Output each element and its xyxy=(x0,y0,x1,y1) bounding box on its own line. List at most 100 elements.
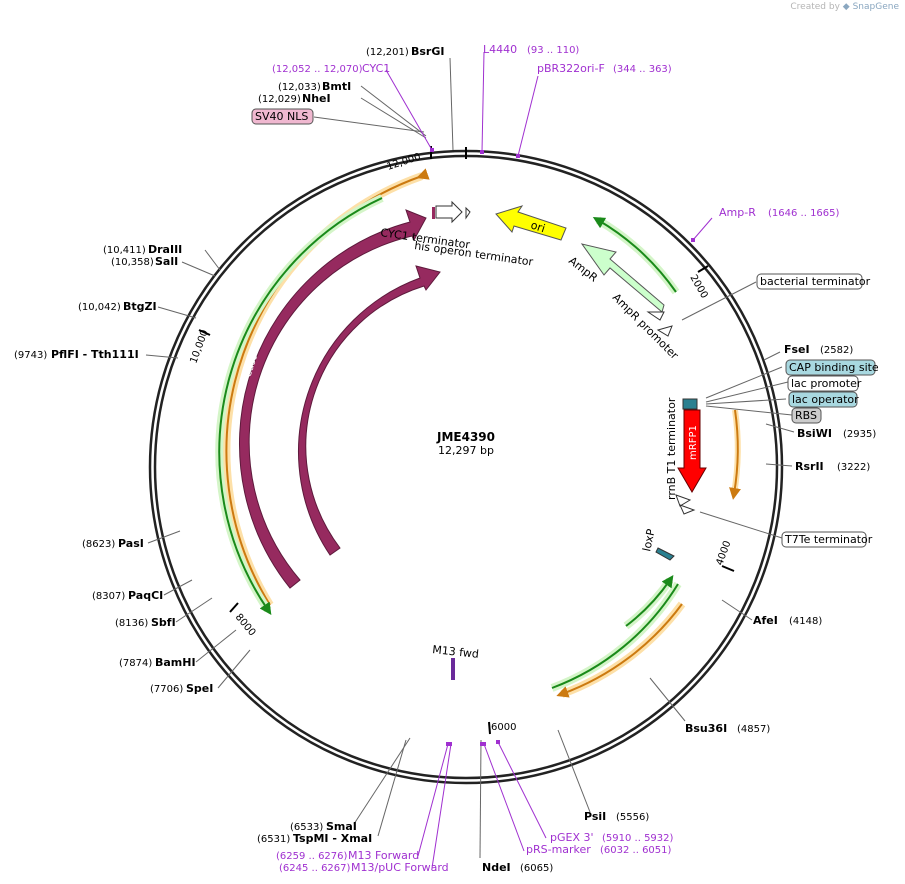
lac-operator-feature xyxy=(682,398,698,410)
svg-text:RBS: RBS xyxy=(795,409,817,422)
tick-label: 4000 xyxy=(714,539,733,567)
enzyme-sbfi[interactable]: (8136) SbfI xyxy=(115,616,176,629)
lac-promoter-box[interactable]: lac promoter xyxy=(787,375,862,392)
primer-cyc1[interactable]: (12,052 .. 12,070) CYC1 xyxy=(272,62,390,75)
svg-text:SmaI: SmaI xyxy=(326,820,357,833)
mrfp1-feature[interactable] xyxy=(677,409,707,493)
enzyme-bsiwi[interactable]: BsiWI (2935) xyxy=(797,427,876,440)
enzyme-tspmi-xmai[interactable]: (6531) TspMI - XmaI xyxy=(257,832,372,845)
enzyme-afei[interactable]: AfeI (4148) xyxy=(753,614,822,627)
svg-text:(93 .. 110): (93 .. 110) xyxy=(527,45,579,56)
svg-text:BtgZI: BtgZI xyxy=(123,300,157,313)
svg-text:(3222): (3222) xyxy=(837,462,870,473)
svg-text:Amp-R: Amp-R xyxy=(719,206,756,219)
tick-label: 12,000 xyxy=(386,152,423,173)
svg-text:SpeI: SpeI xyxy=(186,682,213,695)
enzyme-draiii[interactable]: (10,411) DraIII xyxy=(103,243,182,256)
svg-text:RsrII: RsrII xyxy=(795,460,824,473)
svg-text:(7706): (7706) xyxy=(150,684,183,695)
enzyme-smai[interactable]: (6533) SmaI xyxy=(290,820,357,833)
primer-marks xyxy=(430,148,695,746)
enzyme-sali[interactable]: (10,358) SalI xyxy=(111,255,178,268)
svg-text:(6065): (6065) xyxy=(520,863,553,874)
bacterial-terminator-box[interactable]: bacterial terminator xyxy=(756,273,871,290)
tick-marks xyxy=(198,146,735,735)
primer-prs-marker[interactable]: pRS-marker (6032 .. 6051) xyxy=(526,843,672,856)
watermark-prefix: Created by xyxy=(790,2,840,12)
loxp-feature[interactable] xyxy=(655,547,675,561)
primer-m13-forward[interactable]: (6259 .. 6276) M13 Forward xyxy=(276,849,419,862)
enzyme-fsei[interactable]: FseI (2582) xyxy=(784,343,853,356)
svg-text:(2582): (2582) xyxy=(820,345,853,356)
tick-label: 10,000 xyxy=(188,328,210,365)
cas9-outer-arc[interactable] xyxy=(239,209,427,589)
svg-text:TspMI - XmaI: TspMI - XmaI xyxy=(293,832,372,845)
svg-text:(5910 .. 5932): (5910 .. 5932) xyxy=(602,833,674,844)
enzyme-bsu36i[interactable]: Bsu36I (4857) xyxy=(685,722,770,735)
enzyme-bsrgi[interactable]: (12,201) BsrGI xyxy=(366,45,444,58)
ori-feature[interactable] xyxy=(495,205,567,241)
tick-label: 2000 xyxy=(687,273,709,301)
enzyme-rsrii[interactable]: RsrII (3222) xyxy=(795,460,870,473)
bacterial-terminator-arrow xyxy=(656,325,673,337)
svg-text:(10,358): (10,358) xyxy=(111,257,154,268)
svg-text:(4148): (4148) xyxy=(789,616,822,627)
svg-text:bacterial terminator: bacterial terminator xyxy=(760,275,871,288)
enzyme-nhei[interactable]: (12,029) NheI xyxy=(258,92,331,105)
svg-text:(6245 .. 6267): (6245 .. 6267) xyxy=(279,863,351,874)
enzyme-spei[interactable]: (7706) SpeI xyxy=(150,682,213,695)
watermark: Created by ◆ SnapGene xyxy=(790,2,899,12)
svg-text:(10,042): (10,042) xyxy=(78,302,121,313)
svg-text:BmtI: BmtI xyxy=(322,80,351,93)
primer-l4440[interactable]: L4440 (93 .. 110) xyxy=(483,43,579,56)
primer-amp-r[interactable]: Amp-R (1646 .. 1665) xyxy=(719,206,840,219)
watermark-brand: SnapGene xyxy=(852,2,899,12)
enzyme-paqci[interactable]: (8307) PaqCI xyxy=(92,589,163,602)
cas9-inner-arc[interactable] xyxy=(298,265,441,556)
sv40-nls-box[interactable]: SV40 NLS xyxy=(251,108,314,125)
ampr-feature[interactable] xyxy=(580,243,665,313)
svg-text:NheI: NheI xyxy=(302,92,331,105)
enzyme-ndei[interactable]: NdeI (6065) xyxy=(482,861,553,874)
tick-label: 6000 xyxy=(491,722,516,733)
primer-pbr322ori-f[interactable]: pBR322ori-F (344 .. 363) xyxy=(537,62,672,75)
lac-operator-box[interactable]: lac operator xyxy=(788,391,859,408)
enzyme-psii[interactable]: PsiI (5556) xyxy=(584,810,649,823)
svg-text:(7874): (7874) xyxy=(119,658,152,669)
svg-text:CYC1: CYC1 xyxy=(362,62,390,75)
svg-text:pGEX 3': pGEX 3' xyxy=(550,831,594,844)
svg-text:SalI: SalI xyxy=(155,255,178,268)
svg-text:lac operator: lac operator xyxy=(792,393,859,406)
enzyme-bmti[interactable]: (12,033) BmtI xyxy=(278,80,351,93)
svg-text:FseI: FseI xyxy=(784,343,810,356)
enzyme-btgzi[interactable]: (10,042) BtgZI xyxy=(78,300,157,313)
primer-pgex-3[interactable]: pGEX 3' (5910 .. 5932) xyxy=(550,831,674,844)
m13-fwd-label: M13 fwd xyxy=(432,643,480,661)
svg-text:SV40 NLS: SV40 NLS xyxy=(255,110,308,123)
svg-text:(12,201): (12,201) xyxy=(366,47,409,58)
svg-text:M13/pUC Forward: M13/pUC Forward xyxy=(351,861,449,874)
enzyme-bamhi[interactable]: (7874) BamHI xyxy=(119,656,196,669)
svg-text:BamHI: BamHI xyxy=(155,656,196,669)
plasmid-length: 12,297 bp xyxy=(438,444,494,457)
snapgene-logo-icon: ◆ xyxy=(842,2,850,12)
primer-m13-puc-forward[interactable]: (6245 .. 6267) M13/pUC Forward xyxy=(279,861,449,874)
svg-text:lac promoter: lac promoter xyxy=(791,377,862,390)
svg-text:pRS-marker: pRS-marker xyxy=(526,843,591,856)
svg-text:(12,033): (12,033) xyxy=(278,82,321,93)
t7te-terminator-box[interactable]: T7Te terminator xyxy=(781,531,873,548)
svg-text:PasI: PasI xyxy=(118,537,144,550)
leader-lines xyxy=(145,57,795,859)
enzyme-pflfi-tth111i[interactable]: (9743) PflFI - Tth111I xyxy=(14,348,139,361)
enzyme-pasi[interactable]: (8623) PasI xyxy=(82,537,144,550)
rrnb-terminator-label: rrnB T1 terminator xyxy=(665,397,678,500)
svg-text:AfeI: AfeI xyxy=(753,614,778,627)
terminator-arrows xyxy=(432,200,471,224)
svg-text:(6032 .. 6051): (6032 .. 6051) xyxy=(600,845,672,856)
rbs-box[interactable]: RBS xyxy=(791,407,822,424)
svg-text:(8307): (8307) xyxy=(92,591,125,602)
tick-label: 8000 xyxy=(233,612,258,639)
cap-binding-site-box[interactable]: CAP binding site xyxy=(785,359,879,376)
svg-text:(9743): (9743) xyxy=(14,350,47,361)
